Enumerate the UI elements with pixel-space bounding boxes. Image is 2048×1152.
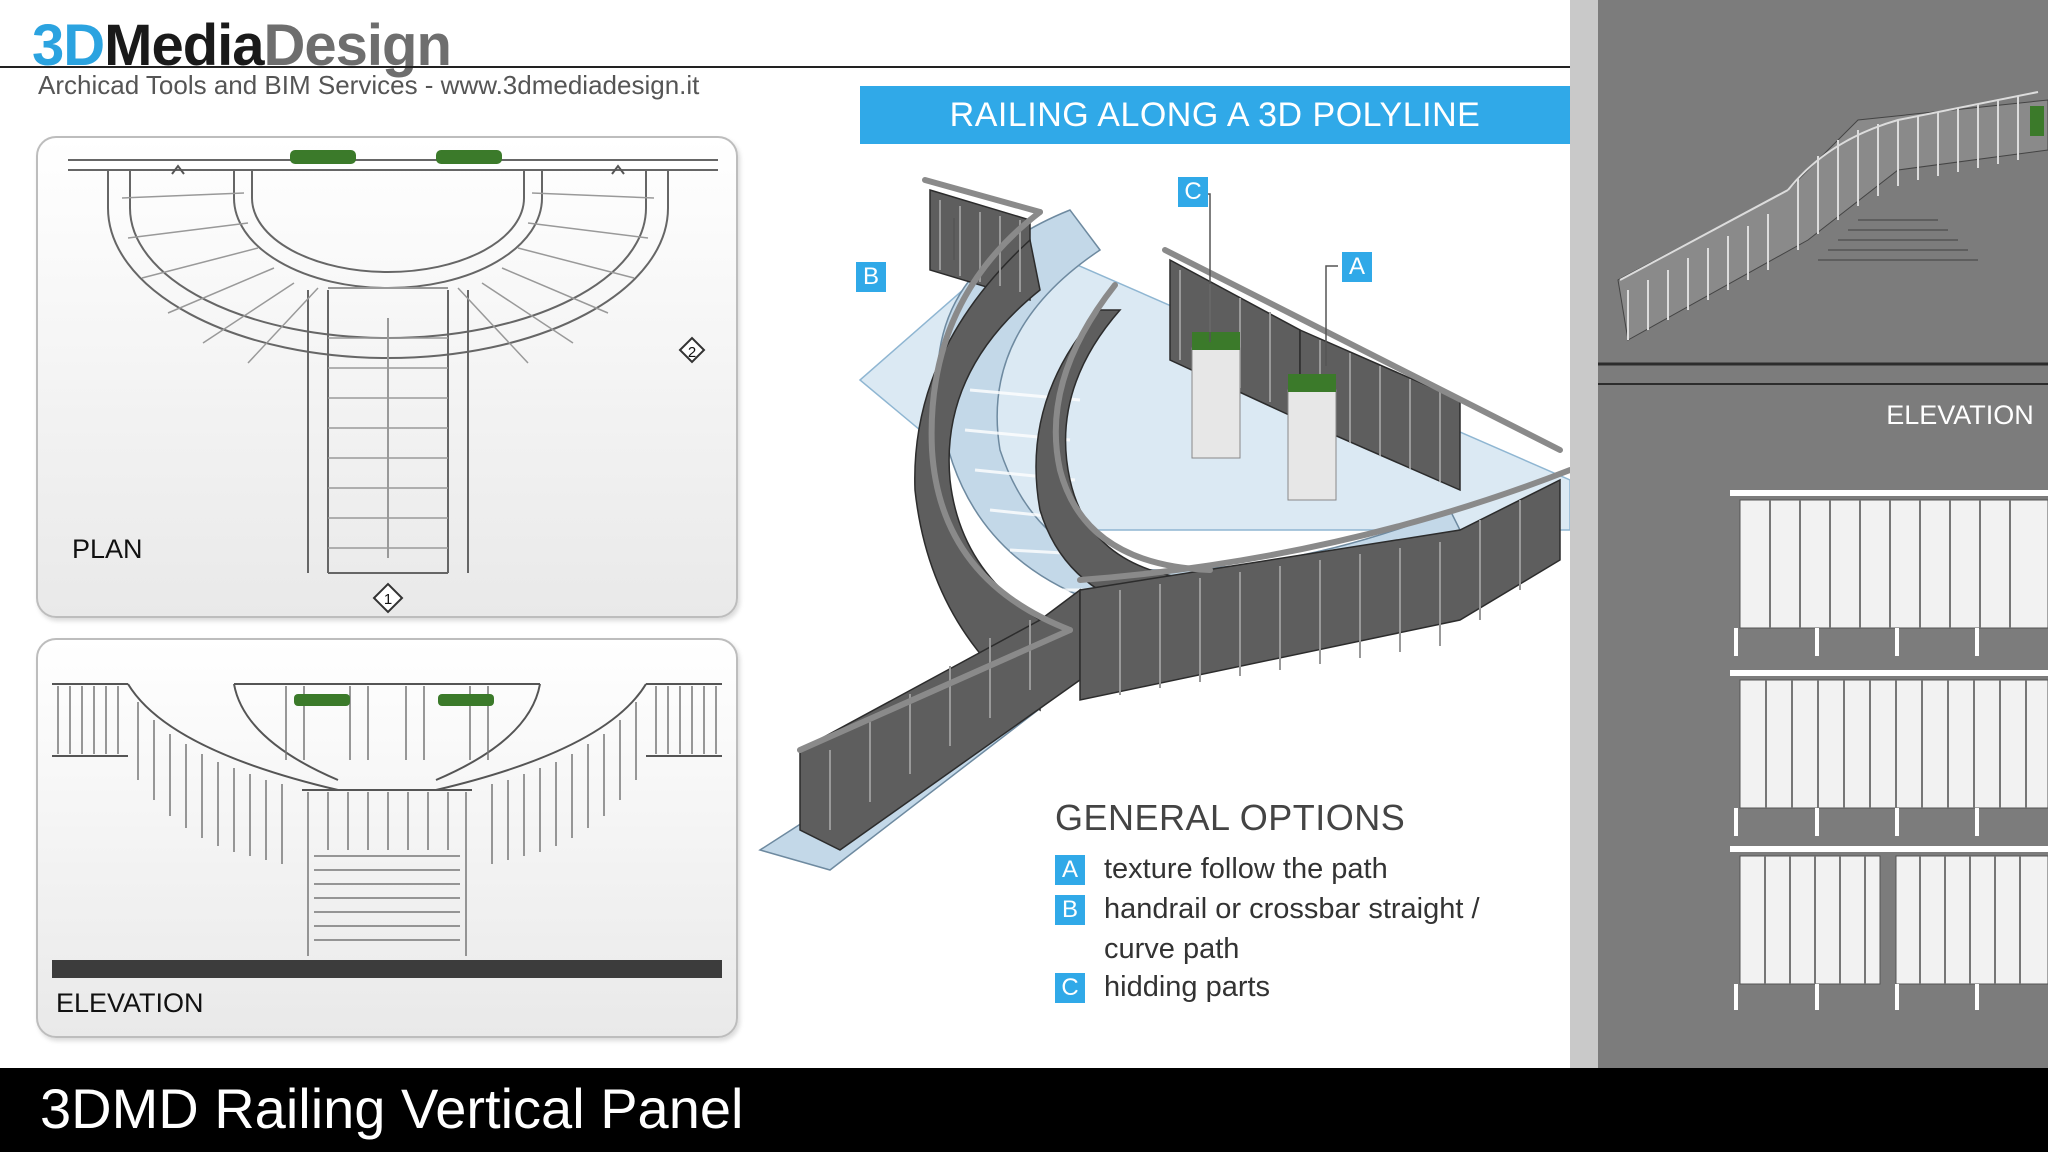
section-banner: RAILING ALONG A 3D POLYLINE <box>860 86 1570 144</box>
right-railing-samples <box>1730 490 2048 1010</box>
brand-tagline: Archicad Tools and BIM Services - www.3d… <box>38 70 700 100</box>
callout-c: C <box>1178 177 1208 207</box>
marker-2-text: 2 <box>688 344 696 361</box>
footer-bar <box>0 1068 2048 1152</box>
header-rule <box>0 66 2048 68</box>
railing-sample-3 <box>1730 846 2048 1010</box>
options-title: GENERAL OPTIONS <box>1055 797 1406 838</box>
option-a-badge: A <box>1055 855 1085 885</box>
option-b-text-continued: curve path <box>1104 933 1240 965</box>
right-top-railing-drawing <box>1598 91 2048 385</box>
elevation-drawing <box>52 683 722 978</box>
railing-sample-2 <box>1730 670 2048 836</box>
railing-sample-1 <box>1730 490 2048 656</box>
plan-label: PLAN <box>72 534 143 564</box>
marker-1-text: 1 <box>384 591 392 608</box>
callout-a: A <box>1342 252 1372 282</box>
option-b-badge: B <box>1055 895 1085 925</box>
plan-panel: 2 1 PLAN <box>36 136 738 618</box>
elevation-panel: ELEVATION <box>36 638 738 1038</box>
option-c-badge: C <box>1055 973 1085 1003</box>
callout-b: B <box>856 262 886 292</box>
product-title: 3DMD Railing Vertical Panel <box>40 1077 744 1140</box>
plan-drawing: 2 1 <box>68 150 718 614</box>
right-elevation-label: ELEVATION <box>1886 400 2034 430</box>
railing-3d-illustration <box>758 177 1573 871</box>
option-a-text: texture follow the path <box>1104 853 1388 885</box>
plan-marker-2: 2 <box>678 336 706 364</box>
option-c-text: hidding parts <box>1104 971 1271 1003</box>
plan-marker-1: 1 <box>372 582 404 614</box>
elevation-label: ELEVATION <box>56 988 204 1018</box>
brand-logo: 3DMediaDesign <box>32 13 452 78</box>
option-b-text: handrail or crossbar straight / <box>1104 893 1480 925</box>
